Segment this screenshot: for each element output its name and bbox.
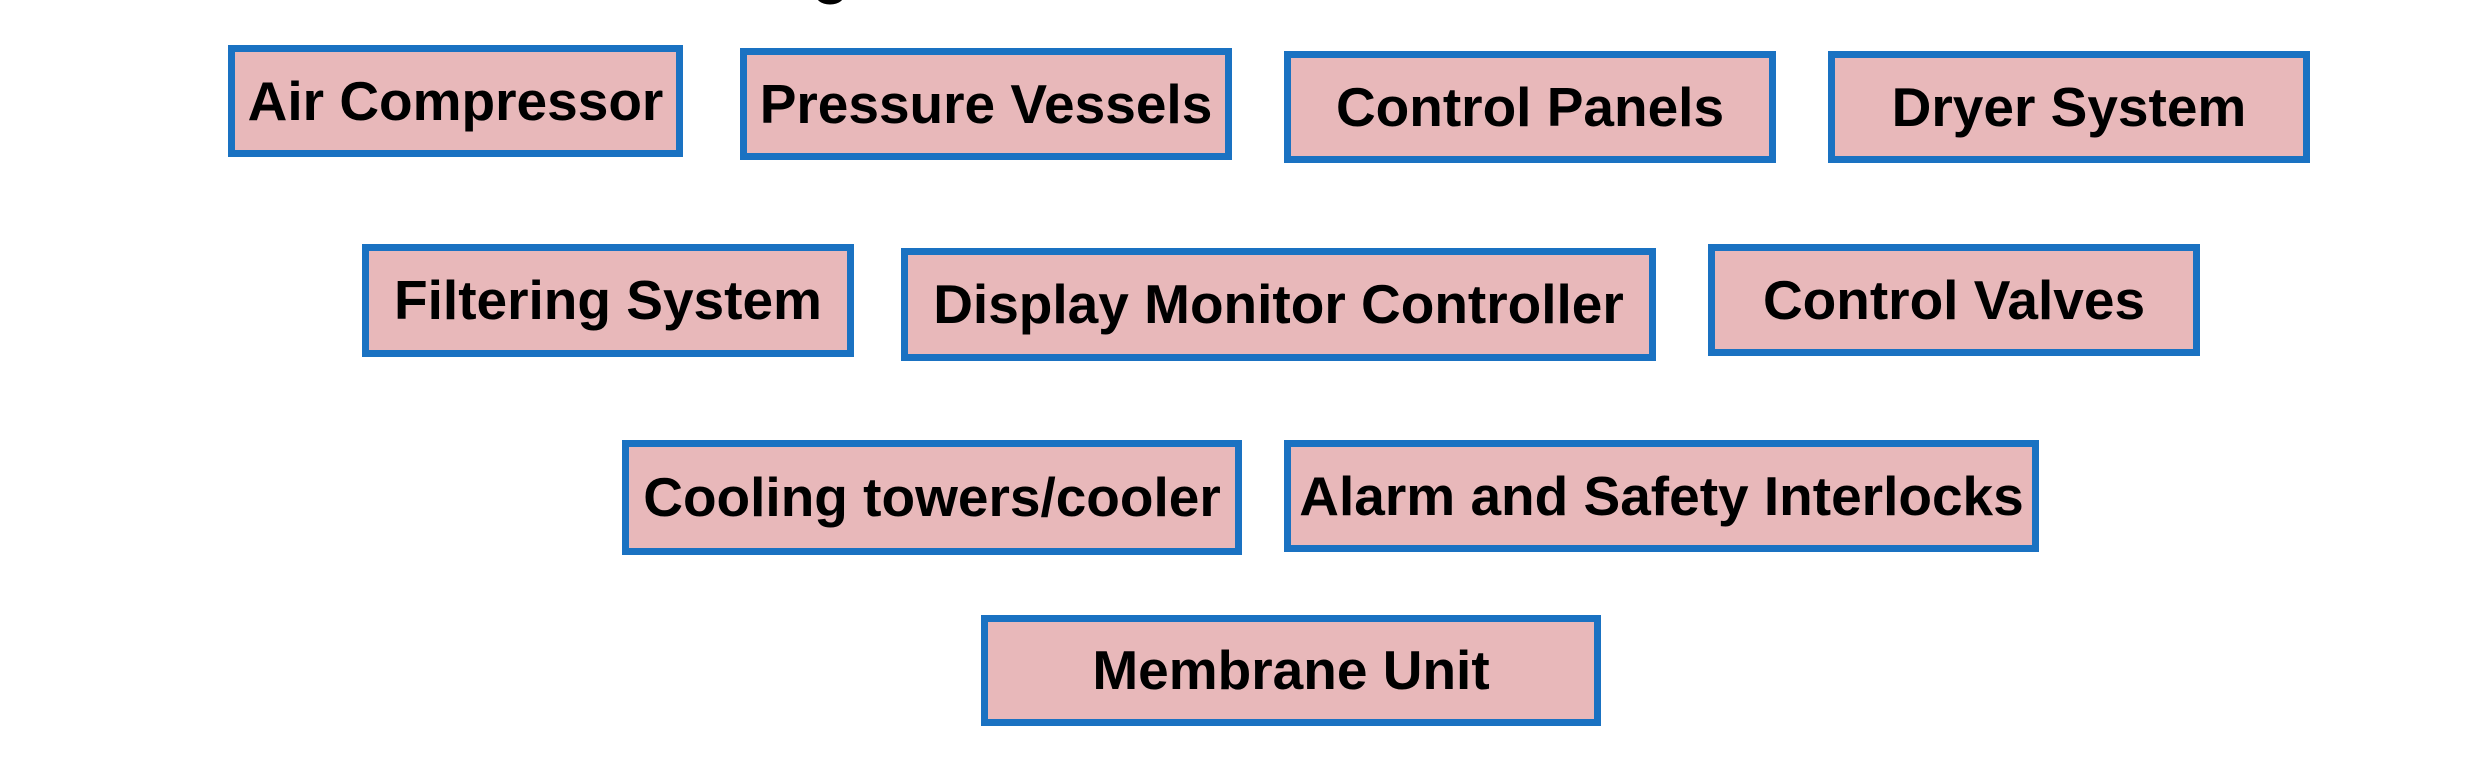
component-box-cooling-towers: Cooling towers/cooler [622,440,1242,555]
component-box-filtering-system: Filtering System [362,244,854,357]
cropped-text-fragment [818,0,842,5]
component-box-air-compressor: Air Compressor [228,45,683,157]
component-box-pressure-vessels: Pressure Vessels [740,48,1232,160]
component-label: Membrane Unit [1092,639,1490,701]
component-box-control-valves: Control Valves [1708,244,2200,356]
component-label: Control Panels [1335,75,1725,138]
component-label: Control Valves [1762,268,2146,331]
component-box-dryer-system: Dryer System [1828,51,2310,163]
component-label: Cooling towers/cooler [643,466,1221,528]
component-box-membrane-unit: Membrane Unit [981,615,1601,726]
component-label: Dryer System [1891,75,2247,138]
component-label: Filtering System [394,269,822,331]
component-label: Pressure Vessels [759,72,1213,135]
component-box-display-monitor-controller: Display Monitor Controller [901,248,1656,361]
component-box-control-panels: Control Panels [1284,51,1776,163]
component-box-alarm-safety-interlocks: Alarm and Safety Interlocks [1284,440,2039,552]
component-label: Alarm and Safety Interlocks [1299,464,2024,527]
component-label: Display Monitor Controller [933,273,1624,335]
component-label: Air Compressor [247,69,664,132]
